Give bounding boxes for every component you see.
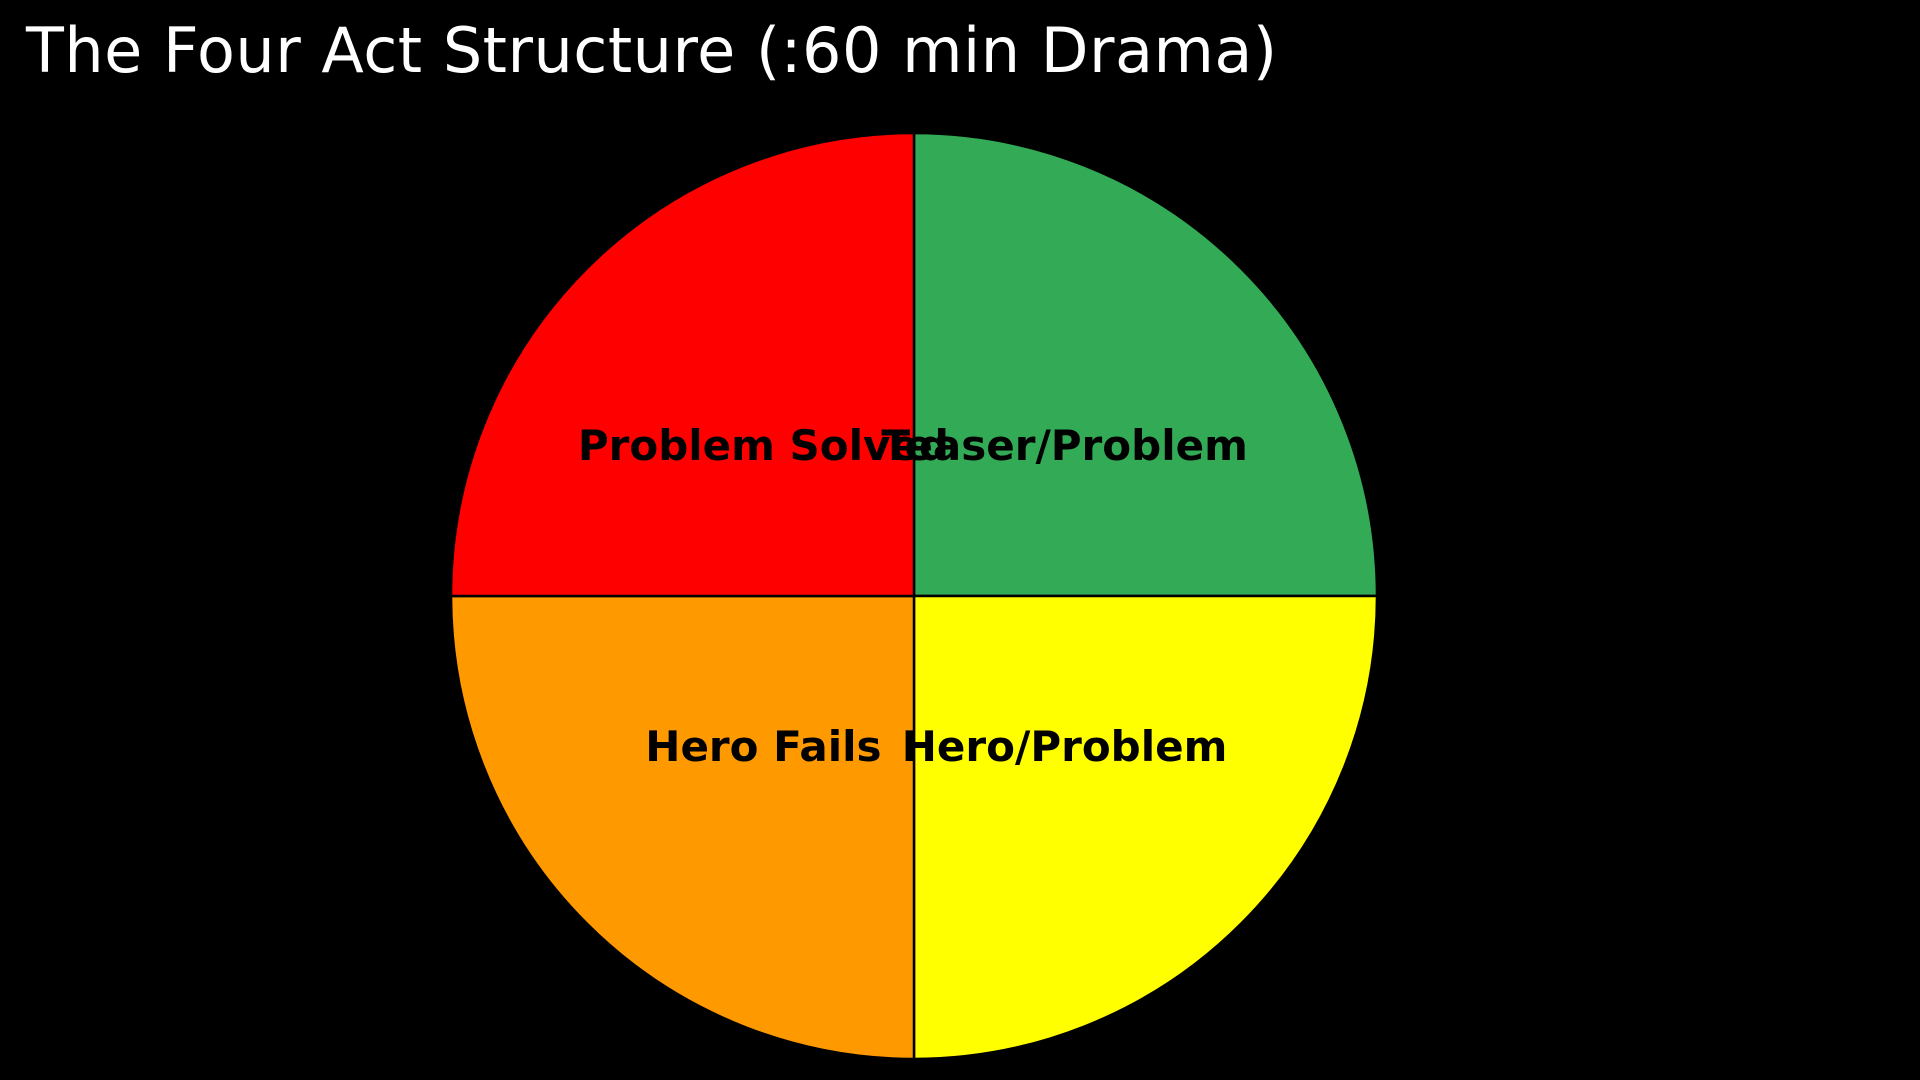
pie-slice-hero-fails <box>449 594 916 1061</box>
slice-label-problem-solved: Problem Solved <box>578 421 949 470</box>
pie-slices <box>449 131 1379 1061</box>
slice-label-teaser-problem: Teaser/Problem <box>881 421 1248 470</box>
pie-slice-problem-solved <box>449 131 916 598</box>
slice-label-hero-fails: Hero Fails <box>645 722 881 771</box>
slice-label-hero-problem: Hero/Problem <box>902 722 1228 771</box>
pie-slice-teaser-problem <box>912 131 1379 598</box>
pie-slice-hero-problem <box>912 594 1379 1061</box>
slide-title: The Four Act Structure (:60 min Drama) <box>26 14 1278 87</box>
